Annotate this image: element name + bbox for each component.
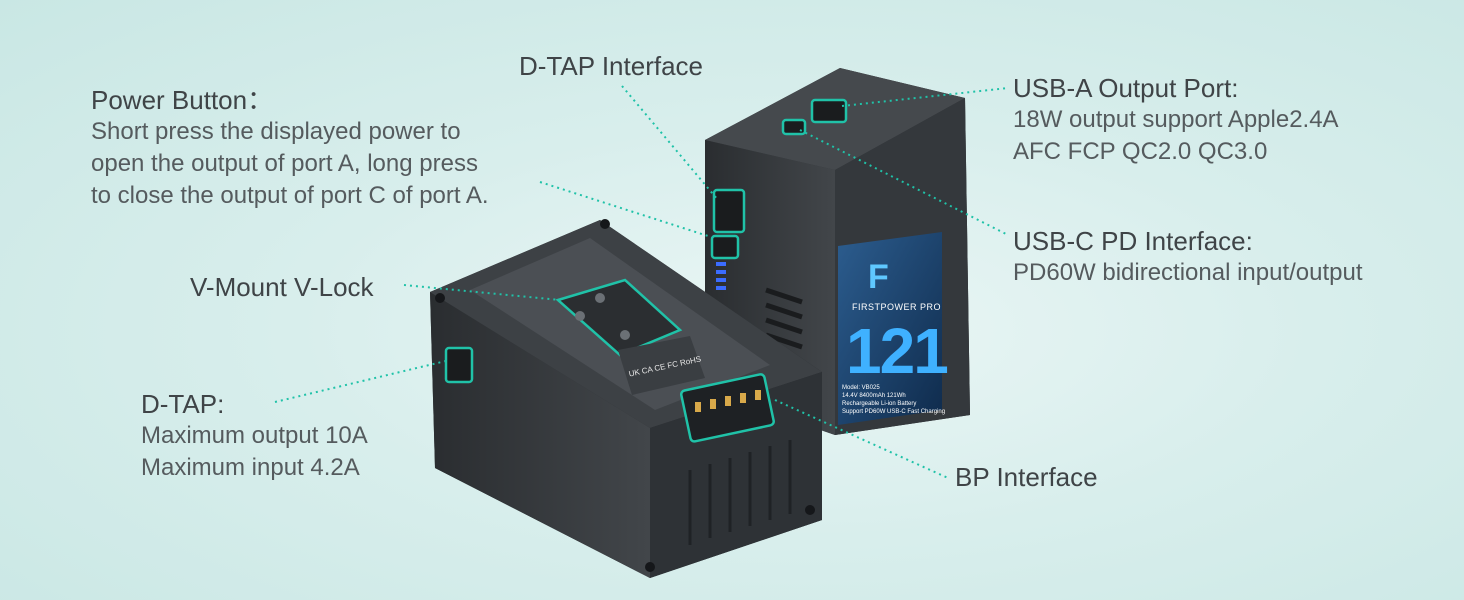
- lying-battery: [430, 219, 822, 578]
- power-button-shape: [710, 234, 740, 260]
- callout-d-tap-interface-title: D-TAP Interface: [519, 51, 703, 81]
- d-tap-port-side: [444, 346, 474, 384]
- d-tap-port-top: [712, 188, 746, 234]
- callout-usb-a: USB-A Output Port: 18W output support Ap…: [1013, 73, 1339, 168]
- callout-usb-a-title: USB-A Output Port:: [1013, 73, 1239, 103]
- callout-usb-c: USB-C PD Interface: PD60W bidirectional …: [1013, 226, 1363, 289]
- brand-text: FIRSTPOWER PRO: [852, 302, 942, 312]
- bp-connector: [680, 373, 775, 443]
- callout-power-button-line: open the output of port A, long press: [91, 150, 478, 177]
- callout-d-tap: D-TAP: Maximum output 10A Maximum input …: [141, 389, 368, 484]
- product-label-line: 14.4V 8400mAh 121Wh: [842, 393, 906, 399]
- callout-usb-a-line: AFC FCP QC2.0 QC3.0: [1013, 138, 1268, 165]
- callout-d-tap-title: D-TAP:: [141, 389, 225, 419]
- callout-usb-a-line: 18W output support Apple2.4A: [1013, 106, 1339, 133]
- callout-d-tap-line: Maximum output 10A: [141, 422, 368, 449]
- v-lock-plate: [555, 278, 683, 357]
- logo-mark: F: [868, 258, 889, 296]
- callout-usb-c-line: PD60W bidirectional input/output: [1013, 259, 1363, 286]
- usb-a-port-shape: [810, 98, 848, 124]
- callout-d-tap-line: Maximum input 4.2A: [141, 454, 360, 481]
- callout-power-button-title: Power Button：: [91, 85, 274, 115]
- callout-power-button-line: to close the output of port C of port A.: [91, 182, 489, 209]
- battery-level-leds: [716, 262, 726, 290]
- callout-power-button-line: Short press the displayed power to: [91, 118, 461, 145]
- callout-bp-interface-title: BP Interface: [955, 462, 1098, 492]
- callout-usb-c-title: USB-C PD Interface:: [1013, 226, 1253, 256]
- callout-v-mount-title: V-Mount V-Lock: [190, 272, 374, 302]
- product-label-line: Support PD60W USB-C Fast Charging: [842, 409, 946, 415]
- capacity-number: 121: [846, 315, 949, 387]
- callout-lines: [274, 85, 1009, 479]
- display-screen: [838, 232, 942, 425]
- callout-power-button: Power Button： Short press the displayed …: [91, 85, 489, 212]
- product-label-lines: Model: VB025 14.4V 8400mAh 121Wh Recharg…: [842, 384, 945, 416]
- product-label-line: Rechargeable Li-ion Battery: [842, 401, 917, 407]
- product-label-line: Model: VB025: [842, 385, 880, 391]
- usb-c-port-shape: [781, 118, 807, 136]
